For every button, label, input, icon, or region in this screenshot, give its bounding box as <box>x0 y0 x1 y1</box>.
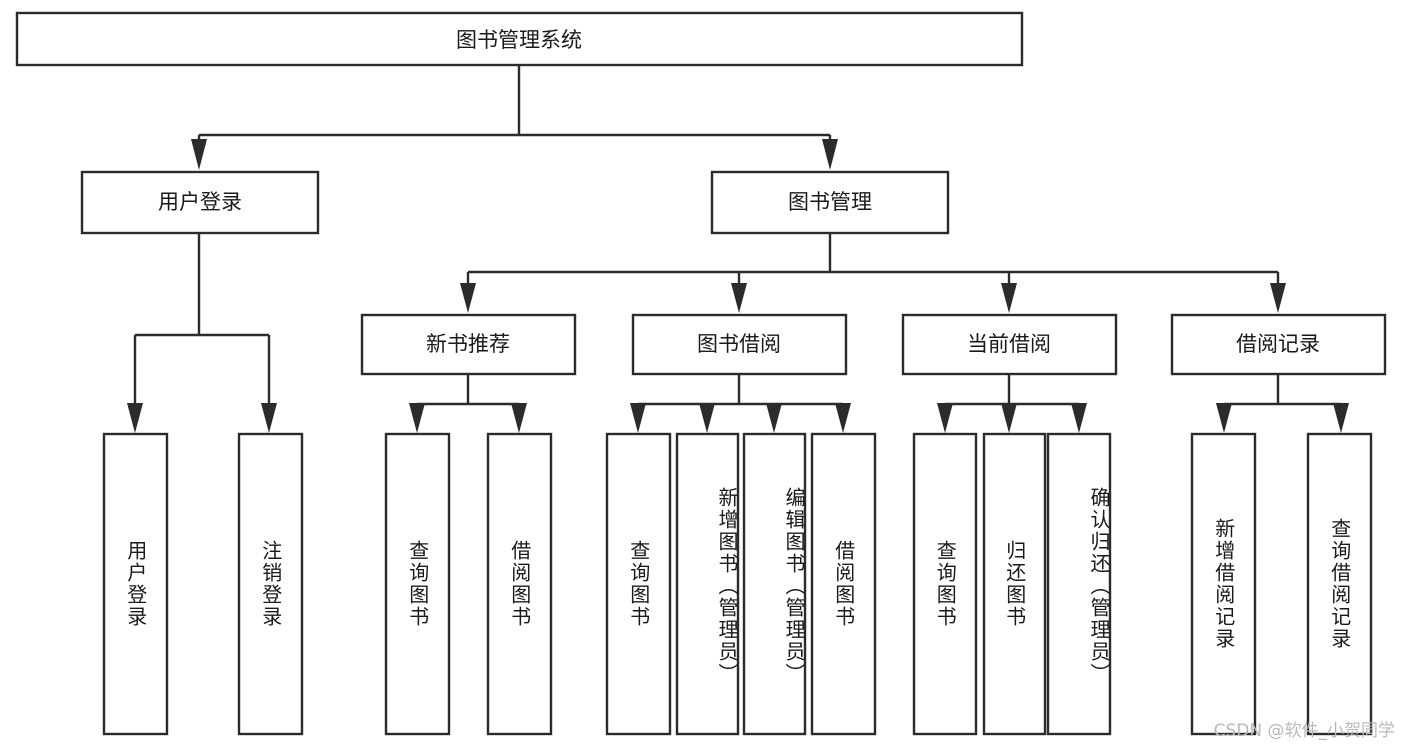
node-book-management-label: 图书管理 <box>788 190 872 214</box>
arrow-head-leaf-add-book <box>699 403 715 433</box>
arrow-head-leaf-add-record <box>1216 403 1232 433</box>
node-book-borrow[interactable] <box>631 313 848 376</box>
node-leaf-query-record[interactable] <box>1306 432 1373 736</box>
node-leaf-user-login[interactable] <box>102 432 169 736</box>
node-borrow-records-label: 借阅记录 <box>1236 332 1320 356</box>
arrow-head-leaf-query-book-3 <box>937 403 953 433</box>
arrow-head-leaf-query-book-1 <box>409 403 425 433</box>
node-root[interactable] <box>15 11 1024 67</box>
node-leaf-edit-book[interactable] <box>742 432 807 736</box>
node-leaf-confirm-return[interactable] <box>1046 432 1112 736</box>
node-leaf-query-book-3[interactable] <box>912 432 978 736</box>
arrow-head-leaf-borrow-book-2 <box>835 403 851 433</box>
node-layer: 图书管理系统 用户登录 图书管理 新书推荐 图书借阅 当前借阅 借阅记录 <box>15 11 1387 736</box>
node-new-book-recommend[interactable] <box>360 313 577 376</box>
arrow-head-leaf-query-record <box>1333 403 1349 433</box>
arrow-head-leaf-edit-book <box>766 403 782 433</box>
arrow-head-user-login <box>191 139 207 170</box>
node-leaf-borrow-book-1[interactable] <box>486 432 553 736</box>
node-current-borrow[interactable] <box>901 313 1118 376</box>
node-book-management[interactable] <box>710 170 950 235</box>
node-leaf-add-book[interactable] <box>675 432 740 736</box>
arrow-head-leaf-user-login <box>127 403 143 433</box>
connector-layer <box>127 66 1349 433</box>
arrow-head-book-management <box>822 139 838 170</box>
watermark-text: CSDN @软件_小贺同学 <box>1213 721 1395 741</box>
arrow-head-leaf-logout <box>261 403 277 433</box>
arrow-head-leaf-query-book-2 <box>630 403 646 433</box>
node-current-borrow-label: 当前借阅 <box>967 332 1051 356</box>
arrow-head-new-book-recommend <box>460 283 476 313</box>
arrow-head-borrow-records <box>1270 283 1286 313</box>
node-user-login-label: 用户登录 <box>158 190 242 214</box>
node-book-borrow-label: 图书借阅 <box>697 332 781 356</box>
node-user-login[interactable] <box>80 170 320 235</box>
node-leaf-add-record[interactable] <box>1190 432 1257 736</box>
node-borrow-records[interactable] <box>1170 313 1387 376</box>
node-leaf-logout[interactable] <box>237 432 304 736</box>
arrow-head-book-borrow <box>731 283 747 313</box>
arrow-head-leaf-borrow-book-1 <box>511 403 527 433</box>
arrow-head-leaf-confirm-return <box>1071 403 1087 433</box>
node-new-book-recommend-label: 新书推荐 <box>426 332 510 356</box>
node-root-label: 图书管理系统 <box>456 28 582 52</box>
arrow-head-leaf-return-book <box>1001 403 1017 433</box>
arrow-head-current-borrow <box>1001 283 1017 313</box>
node-leaf-query-book-2[interactable] <box>605 432 672 736</box>
node-leaf-query-book-1[interactable] <box>384 432 451 736</box>
node-leaf-borrow-book-2[interactable] <box>810 432 877 736</box>
node-leaf-return-book[interactable] <box>982 432 1047 736</box>
